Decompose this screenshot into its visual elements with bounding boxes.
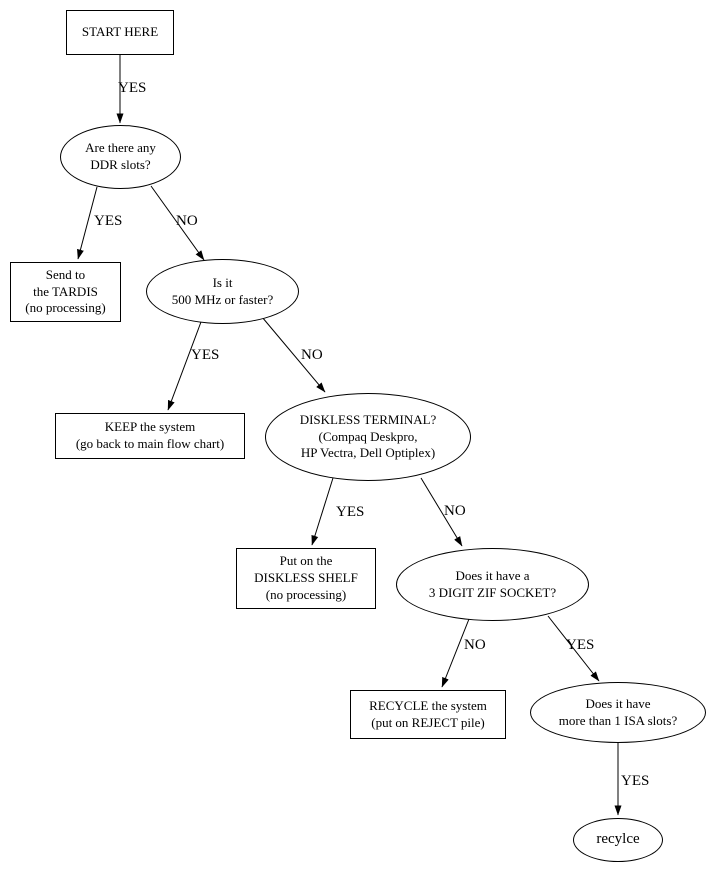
node-recycle-system-label: RECYCLE the system (put on REJECT pile) [369,697,487,730]
node-send-to-tardis-label: Send to the TARDIS (no processing) [25,266,106,316]
node-start-here: START HERE [66,10,174,55]
node-keep-system-label: KEEP the system (go back to main flow ch… [75,419,225,451]
node-diskless-terminal-label: DISKLESS TERMINAL? (Compaq Deskpro, HP V… [299,411,437,461]
node-500mhz-label: Is it 500 MHz or faster? [171,274,274,307]
node-isa-slots-label: Does it have more than 1 ISA slots? [558,695,678,728]
arrow-diskless-to-shelf [311,477,334,546]
edge-label-isa-yes: YES [621,773,650,789]
edge-label-zif-yes: YES [566,637,595,653]
node-recylce-terminal-label: recylce [596,831,640,848]
arrow-zif-to-recycle [441,618,470,688]
node-diskless-shelf: Put on the DISKLESS SHELF (no processing… [236,548,376,609]
arrow-ddr-to-tardis [77,186,98,260]
node-start-here-label: START HERE [81,24,159,40]
node-recycle-system: RECYCLE the system (put on REJECT pile) [350,690,506,739]
edge-label-ddr-no: NO [176,213,198,229]
edge-label-ddr-yes: YES [94,213,123,229]
node-ddr-slots-question: Are there any DDR slots? [60,125,181,189]
node-zif-socket-question: Does it have a 3 DIGIT ZIF SOCKET? [396,548,589,621]
node-500mhz-question: Is it 500 MHz or faster? [146,259,299,324]
arrow-ddr-to-mhz [150,185,205,261]
edge-label-diskless-yes: YES [336,504,365,520]
arrow-mhz-to-keep [167,321,202,411]
arrow-diskless-to-zif [420,477,463,547]
node-diskless-shelf-label: Put on the DISKLESS SHELF (no processing… [254,553,358,602]
arrow-zif-to-isa [547,615,600,682]
edge-label-mhz-no: NO [301,347,323,363]
edge-label-zif-no: NO [464,637,486,653]
node-isa-slots-question: Does it have more than 1 ISA slots? [530,682,706,743]
edge-label-diskless-no: NO [444,503,466,519]
edge-label-mhz-yes: YES [191,347,220,363]
node-zif-socket-label: Does it have a 3 DIGIT ZIF SOCKET? [428,567,557,600]
node-diskless-terminal-question: DISKLESS TERMINAL? (Compaq Deskpro, HP V… [265,393,471,481]
node-ddr-slots-label: Are there any DDR slots? [85,140,156,172]
arrow-mhz-to-diskless [261,316,326,393]
node-keep-system: KEEP the system (go back to main flow ch… [55,413,245,459]
node-recylce-terminal: recylce [573,818,663,862]
node-send-to-tardis: Send to the TARDIS (no processing) [10,262,121,322]
edge-label-start-yes: YES [118,80,147,96]
